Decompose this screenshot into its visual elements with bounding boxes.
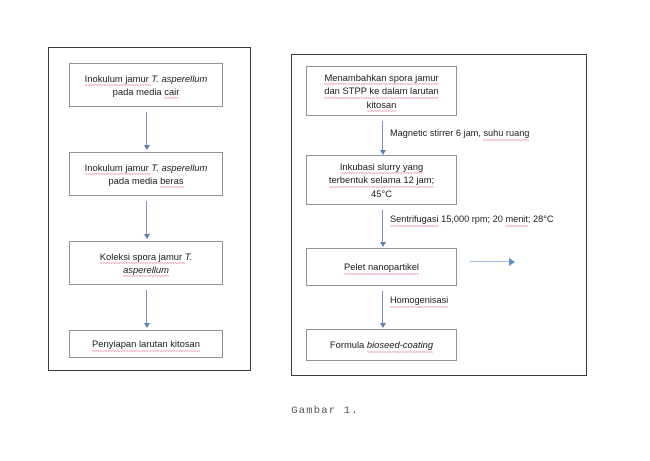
node-line: Menambahkan spora jamur [324, 71, 439, 86]
arrow-inkubasi-to-pelet [379, 210, 386, 247]
arrow-pelet-to-formula [379, 291, 386, 328]
node-inkubasi-slurry: Inkubasi slurry yang terbentuk selama 12… [306, 155, 457, 205]
node-line: Pelet nanopartikel [343, 261, 420, 276]
node-line: Inkubasi slurry yang [339, 160, 424, 175]
node-menambahkan-spora-stpp: Menambahkan spora jamur dan STPP ke dala… [306, 66, 457, 116]
node-line: Formula bioseed-coating [329, 339, 434, 354]
node-koleksi-spora: Koleksi spora jamur T. asperellum [69, 241, 223, 285]
node-line: Inokulum jamur T. asperellum [84, 72, 208, 87]
node-line: 45°C [371, 187, 392, 199]
edge-label-magnetic-stirrer: Magnetic stirrer 6 jam, suhu ruang [390, 128, 530, 141]
node-line: dan STPP ke dalam larutan [324, 85, 440, 100]
arrow-stpp-to-inkubasi [379, 121, 386, 155]
node-line: pada media cair [112, 86, 180, 100]
right-flow-container [291, 54, 587, 376]
arrow-pelet-output [470, 257, 515, 266]
node-line: terbentuk selama 12 jam; [328, 174, 435, 189]
node-line: Inokulum jamur T. asperellum [84, 161, 208, 176]
node-inokulum-media-beras: Inokulum jamur T. asperellum pada media … [69, 152, 223, 196]
edge-label-sentrifugasi: Sentrifugasi 15,000 rpm; 20 menit; 28°C [390, 214, 554, 227]
arrow-koleksi-to-penyiapan [143, 290, 150, 328]
node-line: Penyiapan larutan kitosan [92, 338, 200, 353]
node-pelet-nanopartikel: Pelet nanopartikel [306, 248, 457, 286]
node-line: asperellum [123, 264, 169, 278]
left-flow-container [48, 47, 251, 371]
node-inokulum-media-cair: Inokulum jamur T. asperellum pada media … [69, 63, 223, 107]
arrow-cair-to-beras [143, 112, 150, 150]
node-line: Koleksi spora jamur T. [99, 250, 193, 265]
node-penyiapan-larutan-kitosan: Penyiapan larutan kitosan [69, 330, 223, 358]
edge-label-homogenisasi: Homogenisasi [390, 295, 449, 308]
arrow-beras-to-koleksi [143, 201, 150, 239]
node-line: pada media beras [108, 175, 184, 189]
node-formula-bioseed-coating: Formula bioseed-coating [306, 329, 457, 361]
figure-caption: Gambar 1. [291, 405, 359, 417]
node-line: kitosan [366, 98, 397, 113]
